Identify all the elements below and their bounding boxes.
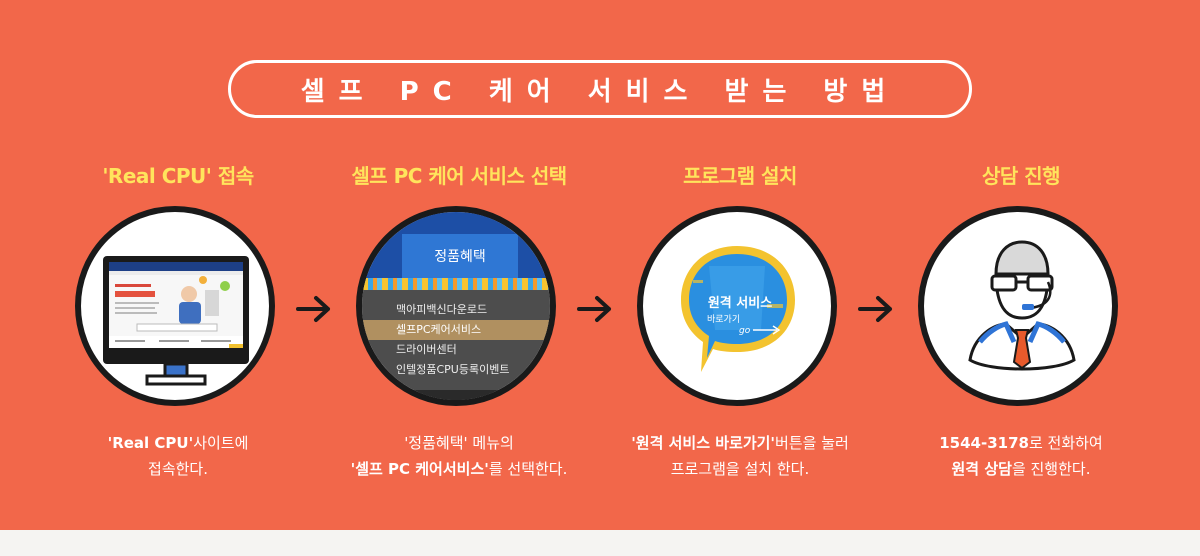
- step-1-title: 'Real CPU' 접속: [102, 164, 254, 188]
- step-4-desc-bold: 원격 상담: [951, 460, 1012, 478]
- menu-item-intel-cpu-event[interactable]: 인텔정품CPU등록이벤트: [396, 363, 510, 376]
- step-1-circle: [75, 206, 275, 406]
- step-3-desc-bold: '원격 서비스 바로가기': [631, 434, 776, 452]
- arrow-right-icon: [858, 296, 892, 322]
- step-2-desc-line1: '정품혜택' 메뉴의: [404, 434, 514, 452]
- instructions-panel: 셀프 PC 케어 서비스 받는 방법 'Real CPU' 접속 셀프 PC 케…: [0, 0, 1200, 530]
- step-3-desc-rest: 버튼을 눌러: [775, 434, 849, 452]
- page-title: 셀프 PC 케어 서비스 받는 방법: [228, 60, 972, 118]
- monitor-icon: [103, 256, 249, 386]
- step-4-desc-phone: 1544-3178: [939, 434, 1029, 452]
- speech-bubble-icon: [681, 246, 795, 372]
- step-2-desc-bold: '셀프 PC 케어서비스': [350, 460, 489, 478]
- step-1-description: 'Real CPU'사이트에 접속한다.: [28, 430, 328, 482]
- arrow-right-icon: [577, 296, 611, 322]
- go-label: go: [739, 326, 751, 336]
- step-4-description: 1544-3178로 전화하여 원격 상담을 진행한다.: [871, 430, 1171, 482]
- step-1-desc-bold: 'Real CPU': [107, 434, 194, 452]
- step-4-desc-rest2: 을 진행한다.: [1011, 460, 1091, 478]
- menu-tab-benefits[interactable]: 정품혜택: [402, 234, 518, 278]
- step-2-description: '정품혜택' 메뉴의 '셀프 PC 케어서비스'를 선택한다.: [309, 430, 609, 482]
- headset-agent-icon: [968, 240, 1076, 371]
- step-3-description: '원격 서비스 바로가기'버튼을 눌러 프로그램을 설치 한다.: [590, 430, 890, 482]
- step-1-desc-rest: 사이트에: [193, 434, 249, 452]
- step-4-circle: [918, 206, 1118, 406]
- menu-footer: [362, 390, 550, 400]
- page-title-text: 셀프 PC 케어 서비스 받는 방법: [300, 76, 900, 107]
- step-4-title: 상담 진행: [981, 164, 1061, 188]
- menu-item-antivirus[interactable]: 맥아피백신다운로드: [396, 303, 488, 316]
- step-4-desc-rest: 로 전화하여: [1028, 434, 1103, 452]
- menu-item-driver-center[interactable]: 드라이버센터: [396, 343, 457, 356]
- step-3-circle: 원격 서비스 바로가기 go: [637, 206, 837, 406]
- step-2-title: 셀프 PC 케어 서비스 선택: [351, 164, 567, 188]
- remote-shortcut-label: 바로가기: [707, 315, 741, 325]
- step-2-circle: 정품혜택 맥아피백신다운로드 셀프PC케어서비스 드라이버센터 인텔정품CPU등…: [356, 206, 556, 406]
- step-3-desc-line2: 프로그램을 설치 한다.: [670, 460, 810, 478]
- menu-list: 맥아피백신다운로드 셀프PC케어서비스 드라이버센터 인텔정품CPU등록이벤트: [362, 290, 550, 400]
- step-1-desc-line2: 접속한다.: [148, 460, 208, 478]
- menu-strip: [362, 278, 550, 290]
- menu-header: 정품혜택: [362, 212, 550, 284]
- menu-item-self-pc-care[interactable]: 셀프PC케어서비스: [362, 320, 550, 340]
- arrow-right-icon: [296, 296, 330, 322]
- step-3-title: 프로그램 설치: [683, 164, 797, 188]
- step-2-desc-rest: 를 선택한다.: [488, 460, 568, 478]
- remote-service-button[interactable]: 원격 서비스: [707, 296, 773, 311]
